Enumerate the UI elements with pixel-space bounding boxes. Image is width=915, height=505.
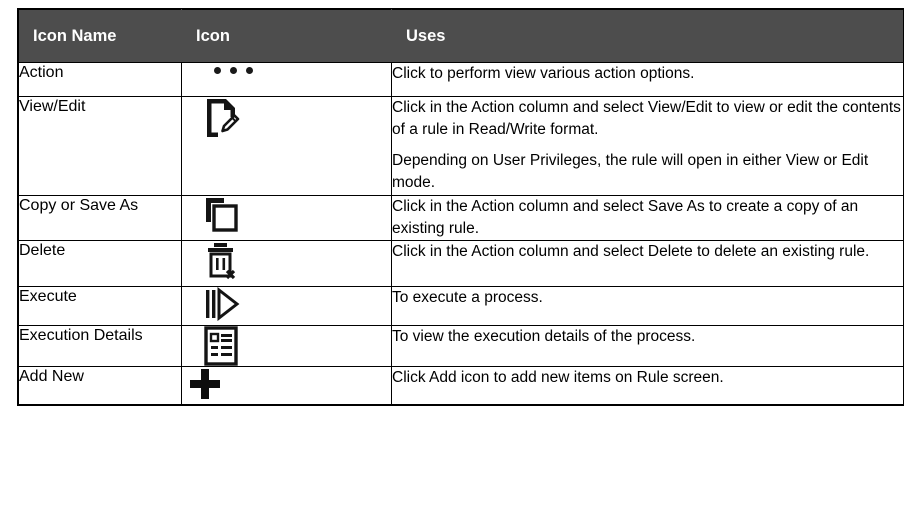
row-uses-copy-save-as: Click in the Action column and select Sa…	[391, 195, 904, 241]
table-row: Action Click to perform view various act…	[18, 62, 904, 97]
uses-paragraph: Click in the Action column and select Vi…	[392, 99, 901, 138]
dot-2	[230, 67, 237, 74]
row-icon-cell-view-edit	[181, 96, 392, 196]
execution-details-list-icon[interactable]	[204, 326, 238, 366]
icon-container	[182, 97, 392, 139]
row-uses-execute: To execute a process.	[391, 286, 904, 326]
row-label-execute: Execute	[18, 286, 182, 326]
trash-delete-icon[interactable]	[204, 241, 238, 281]
row-icon-cell-action	[181, 62, 392, 97]
uses-paragraph: Depending on User Privileges, the rule w…	[392, 152, 869, 191]
execute-play-icon[interactable]	[204, 287, 240, 321]
row-icon-cell-copy-save-as	[181, 195, 392, 241]
icon-container	[182, 287, 392, 321]
table-row: Add New Click Add icon to a	[18, 366, 904, 405]
row-label-copy-save-as: Copy or Save As	[18, 195, 182, 241]
column-header-icon: Icon	[181, 9, 392, 63]
icon-container	[182, 367, 392, 401]
table-row: Execute	[18, 286, 904, 326]
row-icon-cell-delete	[181, 240, 392, 287]
row-label-view-edit: View/Edit	[18, 96, 182, 196]
document-pencil-icon[interactable]	[204, 97, 240, 139]
table-header-row: Icon Name Icon Uses	[18, 9, 904, 63]
row-icon-cell-execution-details	[181, 325, 392, 367]
table-row: Execution Details	[18, 325, 904, 367]
row-uses-view-edit: Click in the Action column and select Vi…	[391, 96, 904, 196]
column-header-uses: Uses	[391, 9, 904, 63]
uses-paragraph: To view the execution details of the pro…	[392, 328, 696, 345]
table-row: Copy or Save As Click in th	[18, 195, 904, 241]
row-label-action: Action	[18, 62, 182, 97]
uses-paragraph: Click in the Action column and select Sa…	[392, 198, 859, 237]
table-row: View/Edit	[18, 96, 904, 196]
dot-3	[246, 67, 253, 74]
icon-legend-table-wrapper: Icon Name Icon Uses Action	[17, 8, 904, 406]
column-header-icon-name: Icon Name	[18, 9, 182, 63]
row-icon-cell-add-new	[181, 366, 392, 405]
copy-icon[interactable]	[204, 196, 238, 232]
three-dots-icon[interactable]	[204, 63, 253, 74]
icon-legend-table: Icon Name Icon Uses Action	[18, 9, 904, 405]
row-uses-add-new: Click Add icon to add new items on Rule …	[391, 366, 904, 405]
uses-paragraph: Click Add icon to add new items on Rule …	[392, 369, 724, 386]
icon-container	[182, 326, 392, 366]
icon-container	[182, 241, 392, 281]
table-row: Delete	[18, 240, 904, 287]
table-header: Icon Name Icon Uses	[18, 9, 904, 63]
icon-container	[182, 196, 392, 232]
row-uses-execution-details: To view the execution details of the pro…	[391, 325, 904, 367]
row-icon-cell-execute	[181, 286, 392, 326]
dot-1	[214, 67, 221, 74]
uses-paragraph: Click to perform view various action opt…	[392, 65, 695, 82]
row-uses-delete: Click in the Action column and select De…	[391, 240, 904, 287]
icon-container	[182, 63, 392, 74]
plus-icon[interactable]	[188, 367, 222, 401]
row-label-execution-details: Execution Details	[18, 325, 182, 367]
row-uses-action: Click to perform view various action opt…	[391, 62, 904, 97]
uses-paragraph: To execute a process.	[392, 289, 543, 306]
uses-paragraph: Click in the Action column and select De…	[392, 243, 870, 260]
table-body: Action Click to perform view various act…	[18, 62, 904, 405]
row-label-delete: Delete	[18, 240, 182, 287]
row-label-add-new: Add New	[18, 366, 182, 405]
